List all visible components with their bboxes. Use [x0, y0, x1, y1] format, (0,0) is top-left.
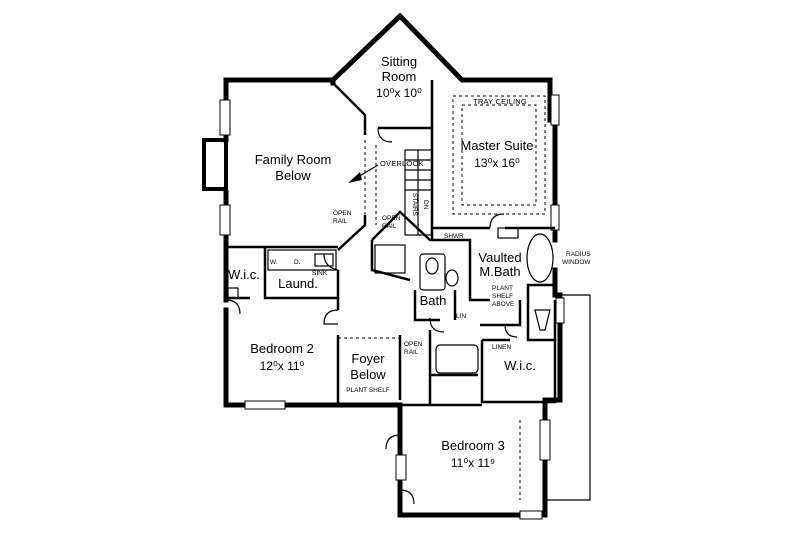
foyer-label: Foyer: [351, 351, 385, 366]
sitting-room-dim: 10⁰x 10⁰: [376, 86, 422, 100]
sitting-room-label: Sitting: [381, 54, 417, 69]
family-room-label: Family Room: [255, 152, 332, 167]
open-rails: [338, 140, 400, 339]
sink-note: SINK: [312, 270, 328, 277]
bedroom-2-dim: 12⁰x 11⁰: [260, 359, 305, 373]
vaulted-bath-label-2: M.Bath: [479, 264, 520, 279]
fixtures: [227, 227, 554, 374]
windows: [219, 94, 565, 520]
lin-note: LIN: [456, 313, 466, 320]
open-rail-note-2a: OPEN: [382, 215, 401, 222]
open-rail-note-2b: RAIL: [382, 223, 397, 230]
washer-note: W.: [270, 259, 278, 266]
laundry-label: Laund.: [278, 276, 318, 291]
bedroom-2-label: Bedroom 2: [250, 341, 314, 356]
open-rail-note-3b: RAIL: [404, 349, 419, 356]
dn-note: DN: [422, 200, 429, 210]
open-rail-note-3a: OPEN: [404, 341, 423, 348]
radius-note: RADIUS: [566, 251, 591, 258]
plant-shelf-note-3: ABOVE: [492, 301, 515, 308]
plant-shelf-note-2: SHELF: [492, 293, 513, 300]
open-rail-note-1a: OPEN: [333, 210, 352, 217]
wic-1-label: W.i.c.: [228, 267, 260, 282]
wic-2-label: W.i.c.: [504, 358, 536, 373]
linen-note: LINEN: [492, 344, 511, 351]
master-suite-dim: 13⁰x 16⁰: [474, 156, 520, 170]
sitting-room-label-2: Room: [382, 69, 417, 84]
plant-shelf-foyer-note: PLANT SHELF: [346, 387, 390, 394]
bedroom-3-label: Bedroom 3: [441, 438, 505, 453]
bedroom-3-dim: 11⁰x 11⁹: [451, 456, 495, 470]
family-room-label-2: Below: [275, 168, 311, 183]
shower-note: SHWR: [444, 233, 464, 240]
overlook-arrow: [348, 164, 379, 183]
master-suite-label: Master Suite: [461, 138, 534, 153]
foyer-label-2: Below: [350, 367, 386, 382]
bath-label: Bath: [420, 293, 447, 308]
window-note: WINDOW: [562, 259, 591, 266]
tray-ceiling: [452, 95, 546, 215]
stairs-note: STAIRS: [411, 193, 418, 217]
tray-ceiling-note: TRAY CEILING: [473, 97, 527, 106]
plant-shelf-note-1: PLANT: [492, 285, 513, 292]
stairs: [404, 149, 433, 236]
bedroom3-east-wall: [519, 294, 591, 501]
overlook-note: OVERLOOK: [380, 159, 424, 168]
open-rail-note-1b: RAIL: [333, 218, 348, 225]
dryer-note: D.: [294, 259, 301, 266]
labels: Sitting Room 10⁰x 10⁰ Family Room Below …: [228, 54, 591, 470]
interior-walls: [226, 80, 557, 407]
vaulted-bath-label: Vaulted: [478, 250, 521, 265]
